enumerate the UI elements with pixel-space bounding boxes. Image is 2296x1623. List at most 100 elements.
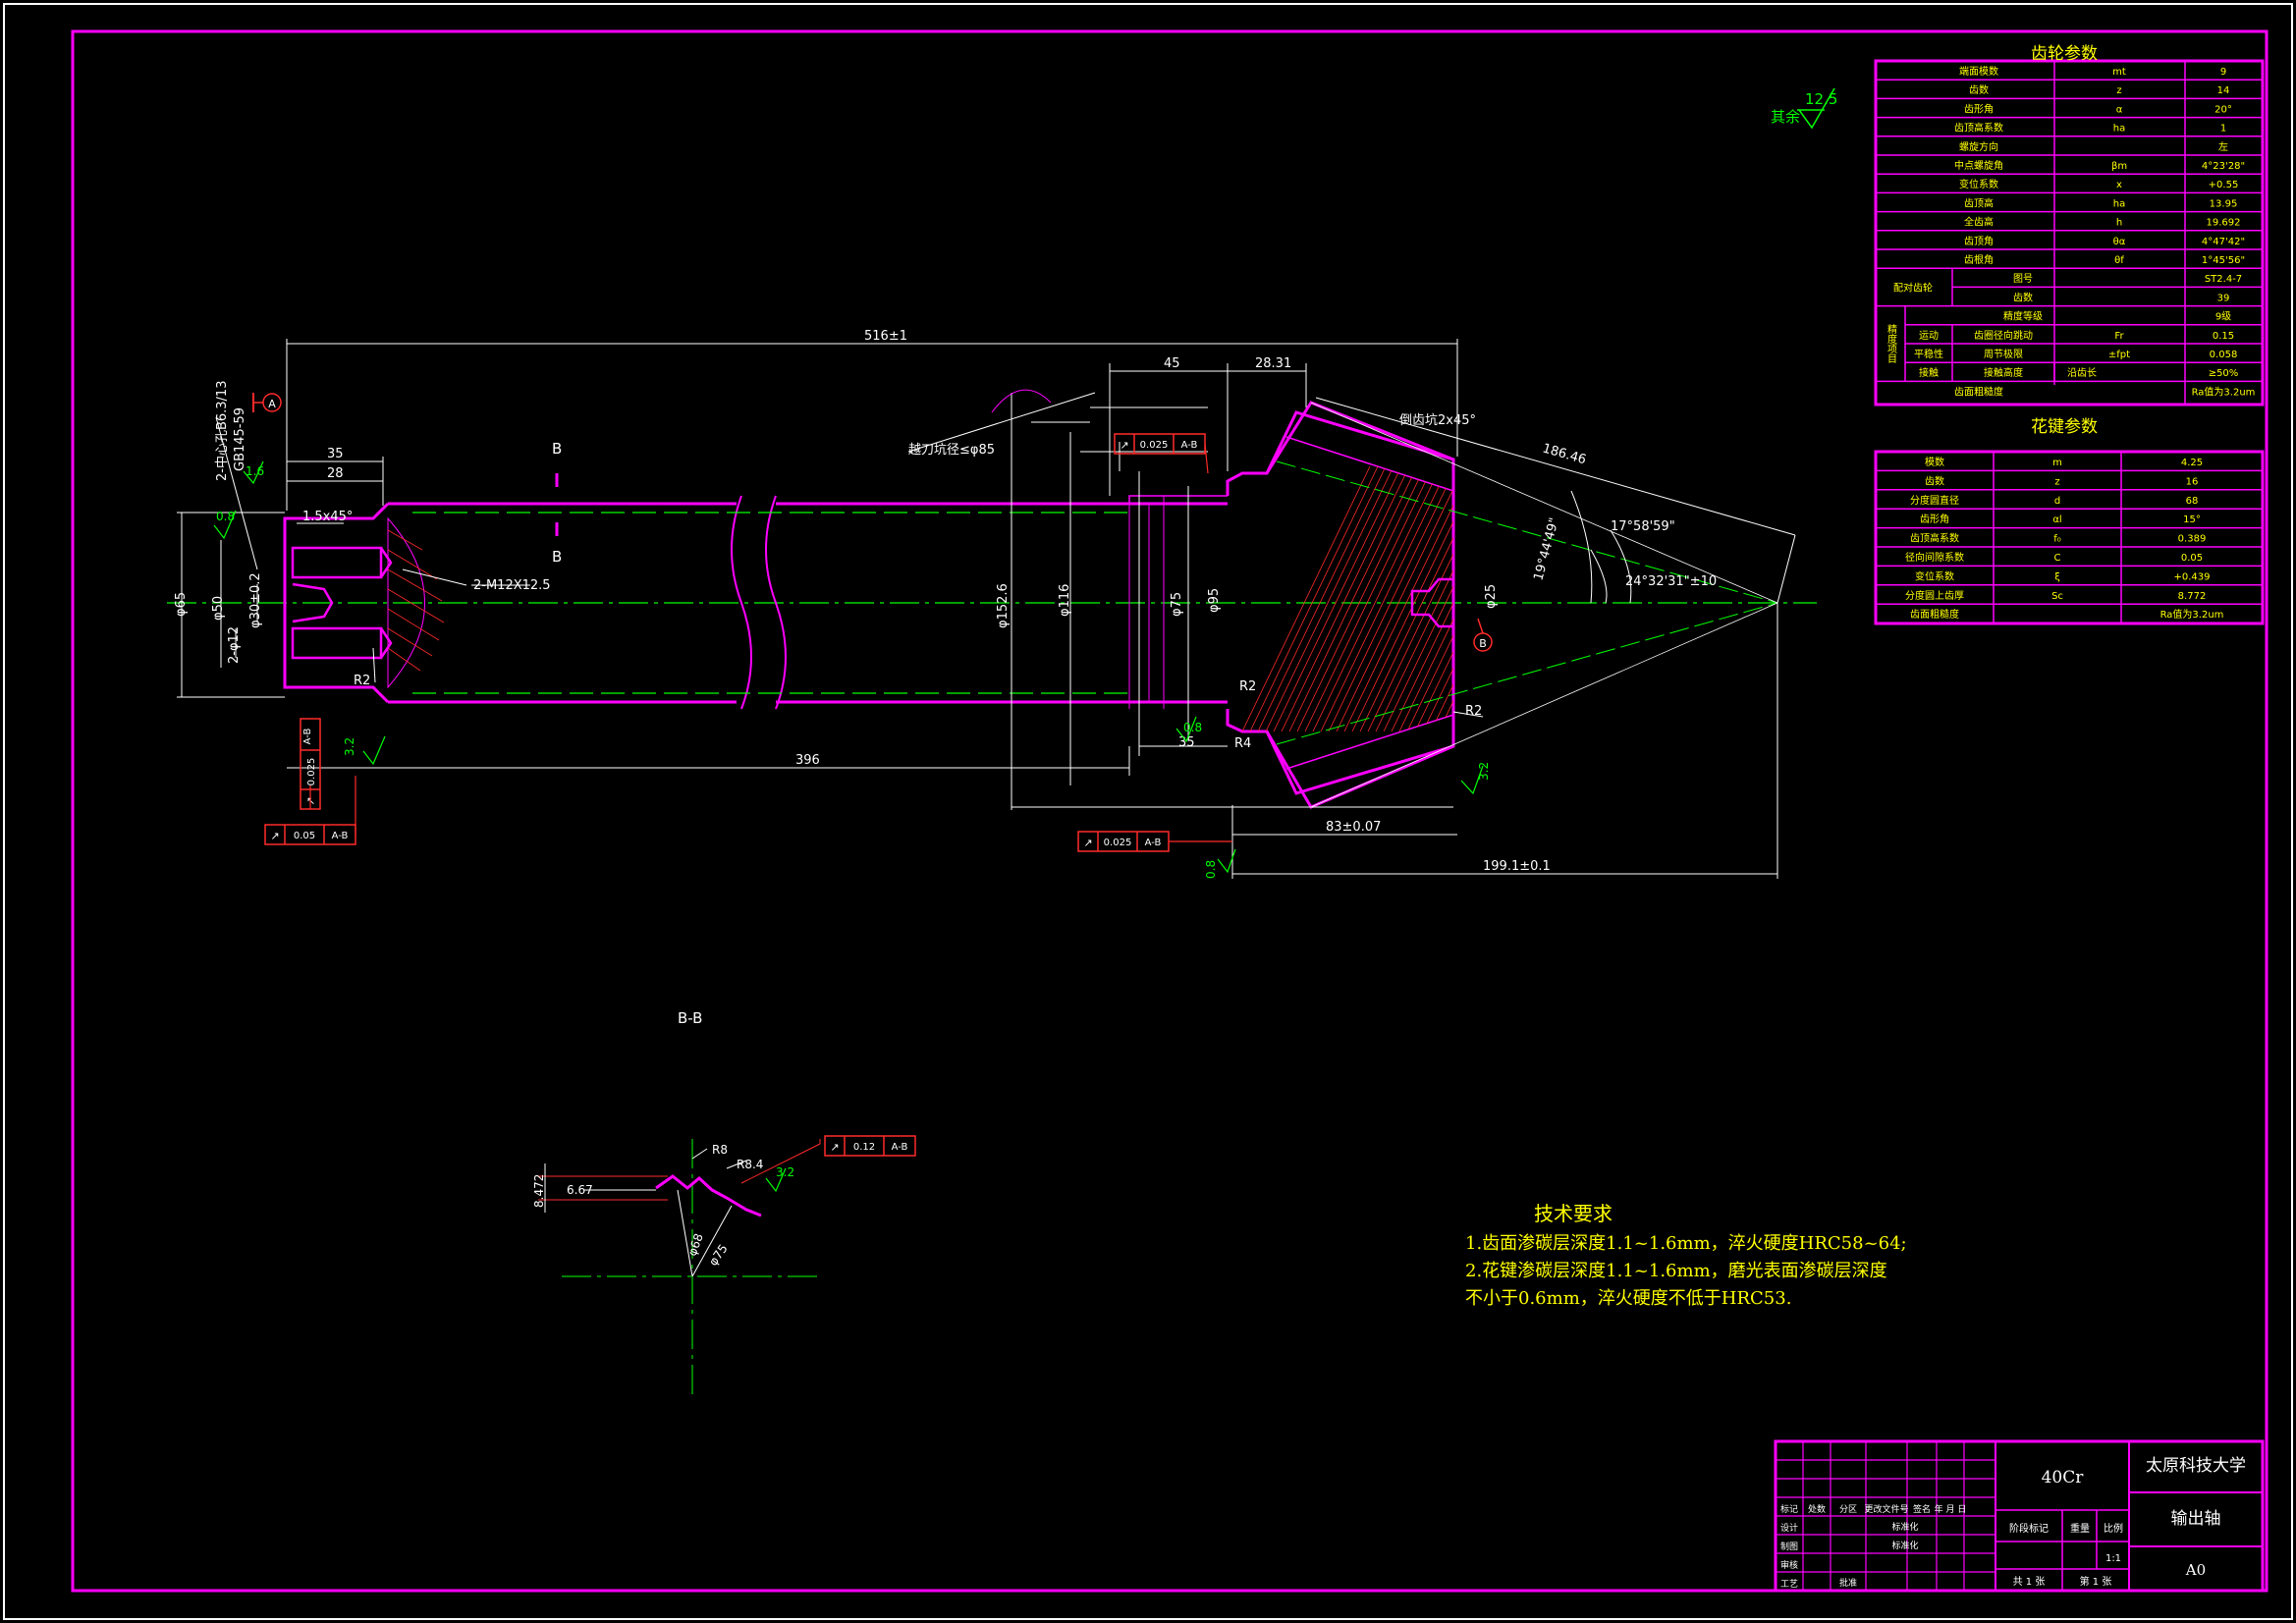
contact-label: 接触 xyxy=(1919,366,1939,379)
dim-r2c: R2 xyxy=(1465,704,1482,719)
dim-dia-30: φ30±0.2 xyxy=(248,572,263,628)
spline-row-symbol: αl xyxy=(2052,514,2061,525)
tolerance-datum: A-B xyxy=(892,1142,908,1153)
gear-row-name: 齿数 xyxy=(1969,83,1989,96)
accuracy-sub-label: 运动 xyxy=(1919,330,1939,342)
title-col: 年 月 日 xyxy=(1935,1503,1967,1515)
dim-dia-95: φ95 xyxy=(1207,588,1222,613)
accuracy-value: 0.15 xyxy=(2213,331,2234,342)
spline-row-symbol: f₀ xyxy=(2053,534,2061,545)
mating-row-value: ST2.4-7 xyxy=(2205,274,2242,285)
spline-row-name: 模数 xyxy=(1925,456,1944,468)
spline-row-value: 0.389 xyxy=(2178,534,2207,545)
spline-row-value: Ra值为3.2um xyxy=(2160,608,2224,621)
spline-row-value: 16 xyxy=(2186,476,2199,487)
gear-row-name: 齿顶高系数 xyxy=(1954,122,2003,135)
spline-row-name: 分度圆上齿厚 xyxy=(1905,589,1964,602)
gear-row-name: 螺旋方向 xyxy=(1959,140,1998,153)
section-label-bb: B-B xyxy=(678,1009,702,1027)
ra-1-6: 1.6 xyxy=(246,464,264,478)
roughness-other-value: 12.5 xyxy=(1805,90,1837,108)
center-hole-note: 2-中心孔B6.3/13 xyxy=(215,381,230,481)
section-phi68: φ68 xyxy=(685,1231,706,1258)
gear-row-name: 齿顶高 xyxy=(1964,196,1994,209)
tolerance-symbol: ↗ xyxy=(270,830,279,842)
sheet-number: 第 1 张 xyxy=(2080,1575,2112,1588)
dim-28-31: 28.31 xyxy=(1255,356,1291,371)
dim-dia-65: φ65 xyxy=(174,592,189,617)
section-d667: 6.67 xyxy=(567,1183,593,1197)
dim-83: 83±0.07 xyxy=(1326,820,1381,835)
contact-value: ≥50% xyxy=(2209,368,2239,379)
datum-markers: A B xyxy=(252,393,1493,652)
tolerance-frames: ↗0.025A-B↗0.025A-B↗0.05A-BA-B0.025↗↗0.12… xyxy=(264,433,1232,1157)
roughness-values: 0.8 1.6 3.2 3.2 0.8 0.8 xyxy=(216,464,1491,879)
dim-angle-1: 17°58'59" xyxy=(1611,519,1675,534)
gear-row-value: 1 xyxy=(2220,124,2226,135)
dim-dia-116: φ116 xyxy=(1058,584,1072,617)
tech-line-1: 1.齿面渗碳层深度1.1~1.6mm，淬火硬度HRC58~64; xyxy=(1465,1233,1907,1254)
gear-row-name: 齿形角 xyxy=(1964,103,1994,115)
dim-45: 45 xyxy=(1164,356,1180,371)
spline-row-symbol: z xyxy=(2054,476,2059,487)
accuracy-value: 0.058 xyxy=(2210,350,2238,360)
tolerance-symbol: ↗ xyxy=(1083,837,1092,849)
tolerance-value: 0.025 xyxy=(1140,440,1169,451)
mating-row-name: 图号 xyxy=(2013,273,2033,285)
tolerance-value: 0.12 xyxy=(853,1142,875,1153)
spline-row-value: 4.25 xyxy=(2181,458,2203,468)
contact-col-2: 沿齿长 xyxy=(2067,367,2097,379)
dim-dia-75: φ75 xyxy=(1170,592,1184,617)
tolerance-value: 0.05 xyxy=(294,831,315,841)
scale-label: 比例 xyxy=(2104,1522,2123,1535)
material: 40Cr xyxy=(2042,1468,2085,1488)
technical-requirements: 技术要求 1.齿面渗碳层深度1.1~1.6mm，淬火硬度HRC58~64; 2.… xyxy=(1465,1202,1907,1309)
scale-value: 1:1 xyxy=(2105,1553,2121,1564)
contact-col-1: 接触高度 xyxy=(1984,366,2023,379)
outer-sheet-border xyxy=(3,3,2293,1620)
dim-overall-length: 516±1 xyxy=(864,329,907,344)
dim-dia-25: φ25 xyxy=(1484,584,1499,609)
gear-row-name: 变位系数 xyxy=(1959,178,1998,190)
dim-35b: 35 xyxy=(1178,735,1195,750)
roughness-label: 齿面粗糙度 xyxy=(1954,385,2003,398)
dim-angle-3: 19°44'49" xyxy=(1531,516,1561,582)
tolerance-datum: A-B xyxy=(1145,838,1162,848)
spline-row-symbol: Sc xyxy=(2051,591,2063,602)
gear-row-value: 左 xyxy=(2218,140,2228,153)
roughness-value: Ra值为3.2um xyxy=(2192,385,2256,398)
gear-row-symbol: α xyxy=(2116,104,2123,115)
surface-roughness-other: 其余 12.5 xyxy=(1771,87,1837,130)
gear-row-value: 19.692 xyxy=(2207,218,2241,229)
dim-35a: 35 xyxy=(327,447,344,461)
part-name: 输出轴 xyxy=(2171,1509,2221,1529)
tolerance-value: 0.025 xyxy=(306,758,317,786)
section-bb-view xyxy=(538,1139,821,1399)
spline-row-name: 径向间隙系数 xyxy=(1905,551,1964,564)
gear-row-symbol: ha xyxy=(2113,124,2125,135)
dim-undercut: 越刀坑径≤φ85 xyxy=(908,443,995,458)
spline-row-value: +0.439 xyxy=(2173,571,2210,582)
spline-row-name: 分度圆直径 xyxy=(1910,494,1959,507)
gear-row-symbol: θα xyxy=(2113,237,2126,247)
ra-0-8-c: 0.8 xyxy=(1204,860,1218,879)
dim-holes: 2-φ12 xyxy=(227,626,242,664)
spline-row-symbol: m xyxy=(2052,458,2062,468)
tolerance-symbol: ↗ xyxy=(830,1141,839,1154)
tech-line-2: 2.花键渗碳层深度1.1~1.6mm，磨光表面渗碳层深度 xyxy=(1465,1261,1887,1281)
section-bb-texts: R8 R8.4 6.67 8.472 φ68 φ75 3.2 xyxy=(532,1143,794,1269)
accuracy-item: 周节极限 xyxy=(1984,348,2023,360)
title-col: 处数 xyxy=(1808,1503,1826,1515)
ra-3-2-a: 3.2 xyxy=(343,737,356,756)
tolerance-value: 0.025 xyxy=(1104,838,1132,848)
accuracy-grade-value: 9级 xyxy=(2215,311,2231,323)
mating-row-value: 39 xyxy=(2217,293,2230,303)
gear-row-value: 13.95 xyxy=(2210,198,2238,209)
title-col: 更改文件号 xyxy=(1864,1503,1908,1515)
gear-row-name: 齿顶角 xyxy=(1964,236,1994,247)
gear-row-value: 1°45'56" xyxy=(2202,255,2245,266)
dim-r2a: R2 xyxy=(354,674,370,688)
std-1: 标准化 xyxy=(1891,1521,1918,1533)
